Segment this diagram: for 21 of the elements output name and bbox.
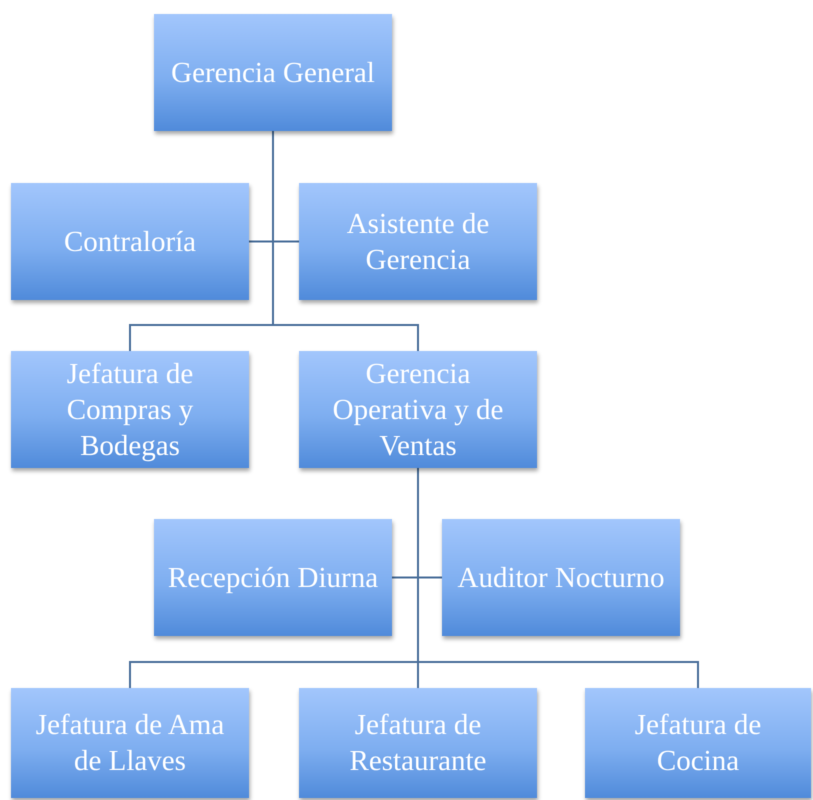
org-box bbox=[11, 688, 249, 798]
org-box bbox=[11, 183, 249, 300]
box-label: Recepción Diurna bbox=[168, 560, 378, 596]
box-label: Gerencia Operativa y de Ventas bbox=[332, 356, 504, 464]
org-box bbox=[154, 14, 392, 131]
box-label: Jefatura de Restaurante bbox=[348, 708, 488, 779]
box-label: Auditor Nocturno bbox=[458, 560, 664, 596]
box-label: Asistente de Gerencia bbox=[346, 206, 490, 278]
org-box bbox=[154, 519, 392, 636]
box-label: Jefatura de Compras y Bodegas bbox=[66, 356, 194, 464]
org-box bbox=[299, 351, 537, 468]
org-box bbox=[442, 519, 680, 636]
box-label: Contraloría bbox=[64, 224, 196, 260]
connector-line bbox=[272, 131, 419, 351]
org-box bbox=[585, 688, 811, 798]
box-label: Jefatura de Ama de Llaves bbox=[34, 708, 226, 779]
box-label: Jefatura de Cocina bbox=[634, 708, 762, 779]
box-label: Gerencia General bbox=[171, 56, 375, 90]
org-box bbox=[299, 183, 537, 300]
org-box bbox=[11, 351, 249, 468]
org-box bbox=[299, 688, 537, 798]
